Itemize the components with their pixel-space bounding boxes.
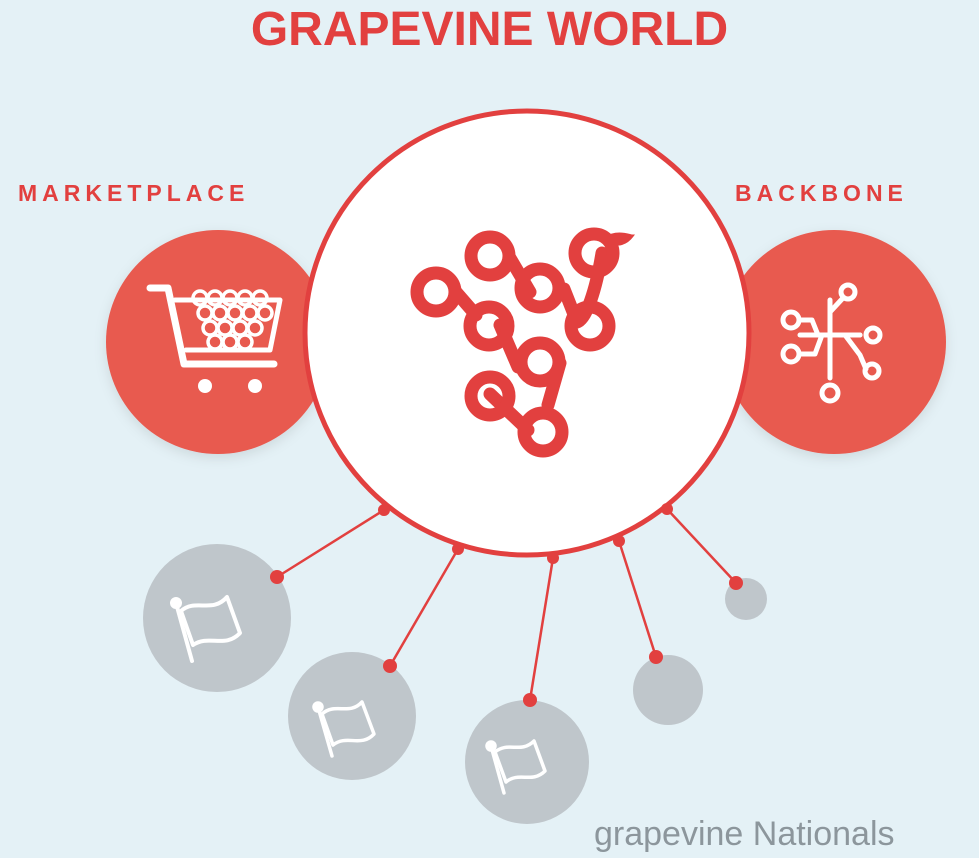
- connector-dot: [649, 650, 663, 664]
- connector-dot: [383, 659, 397, 673]
- connector-line: [617, 540, 658, 658]
- connector-lines: [276, 508, 737, 701]
- grapevine-world-hub: [302, 108, 752, 558]
- connector-dots: [270, 503, 743, 707]
- flag-icon: [312, 700, 376, 758]
- flag-icon: [485, 739, 547, 795]
- connector-dot: [613, 535, 625, 547]
- network-tree-icon: [780, 282, 883, 404]
- backbone-label: BACKBONE: [735, 180, 908, 206]
- connector-line: [388, 548, 460, 667]
- connector-dot: [729, 576, 743, 590]
- satellite-node: [633, 655, 703, 725]
- marketplace-label: MARKETPLACE: [18, 180, 250, 206]
- flag-icon: [170, 595, 242, 663]
- connector-dot: [270, 570, 284, 584]
- footer-caption: grapevine Nationals: [594, 815, 895, 853]
- grapevine-logo-icon: [410, 227, 635, 458]
- connector-dot: [547, 552, 559, 564]
- satellite-node: [143, 544, 291, 692]
- marketplace-node: [106, 230, 330, 454]
- connector-line: [528, 557, 555, 701]
- page-title: GRAPEVINE WORLD: [250, 3, 729, 56]
- connector-dot: [661, 503, 673, 515]
- connector-dot: [452, 543, 464, 555]
- shopping-cart-icon: [146, 284, 283, 393]
- satellite-node: [288, 652, 416, 780]
- satellite-node: [465, 700, 589, 824]
- connector-dot: [378, 504, 390, 516]
- backbone-node: [722, 230, 946, 454]
- connector-line: [666, 508, 737, 584]
- connector-line: [276, 508, 385, 579]
- connector-dot: [523, 693, 537, 707]
